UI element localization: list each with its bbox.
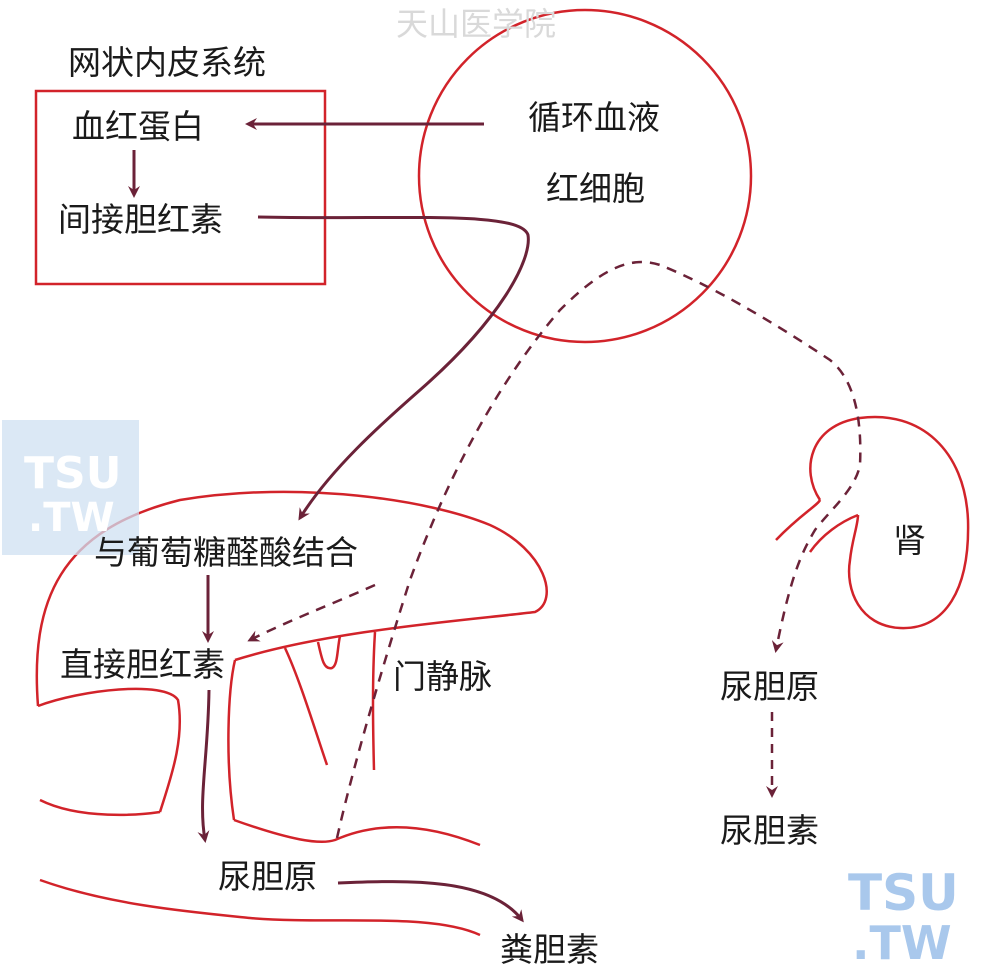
arrow-indirect-to-liver xyxy=(257,215,530,521)
label-red-blood-cells: 红细胞 xyxy=(546,169,645,208)
label-stercobilin: 粪胆素 xyxy=(500,930,599,969)
portal-vein-left-wall xyxy=(283,647,329,766)
label-circulating-blood: 循环血液 xyxy=(528,98,660,137)
watermark-text: 天山医学院 xyxy=(396,5,557,43)
intestine-upper-wall xyxy=(39,798,481,847)
portal-vein-branch xyxy=(316,635,342,670)
label-urobilinogen-urine: 尿胆原 xyxy=(720,667,819,706)
dashed-portal-to-liver xyxy=(247,583,376,642)
watermark-logo-left-line1: TSU xyxy=(24,448,122,499)
reticuloendothelial-box xyxy=(34,89,327,286)
watermark-logo-left-background xyxy=(2,420,139,555)
label-kidney: 肾 xyxy=(893,521,926,560)
label-reticuloendothelial: 网状内皮系统 xyxy=(68,43,266,82)
portal-vein-right-wall xyxy=(371,631,377,771)
intestine-lower-wall xyxy=(39,878,481,937)
kidney-outline xyxy=(809,415,970,630)
label-glucuronide-conjugation: 与葡萄糖醛酸结合 xyxy=(94,533,358,572)
label-hemoglobin: 血红蛋白 xyxy=(72,107,204,146)
bile-duct-left-wall xyxy=(37,687,182,813)
ureter-right-wall xyxy=(808,513,859,553)
watermark-logo-right-line1: TSU xyxy=(848,864,959,922)
label-urobilin: 尿胆素 xyxy=(720,811,819,850)
arrow-urobilinogen-to-stercobilin xyxy=(337,880,524,923)
circulation-circle xyxy=(417,8,753,344)
bile-duct-right-wall xyxy=(227,659,237,821)
watermark-logo-right-line2: .TW xyxy=(852,916,952,970)
label-portal-vein: 门静脉 xyxy=(393,657,492,696)
watermark-logo-left-line2: .TW xyxy=(28,495,115,541)
label-direct-bilirubin: 直接胆红素 xyxy=(60,645,225,684)
label-urobilinogen-gut: 尿胆原 xyxy=(218,857,317,896)
dashed-enterohepatic-circulation xyxy=(335,260,862,839)
ureter-left-wall xyxy=(775,499,822,541)
arrow-direct-to-gut-urobilinogen xyxy=(197,689,211,843)
label-indirect-bilirubin: 间接胆红素 xyxy=(58,200,223,239)
